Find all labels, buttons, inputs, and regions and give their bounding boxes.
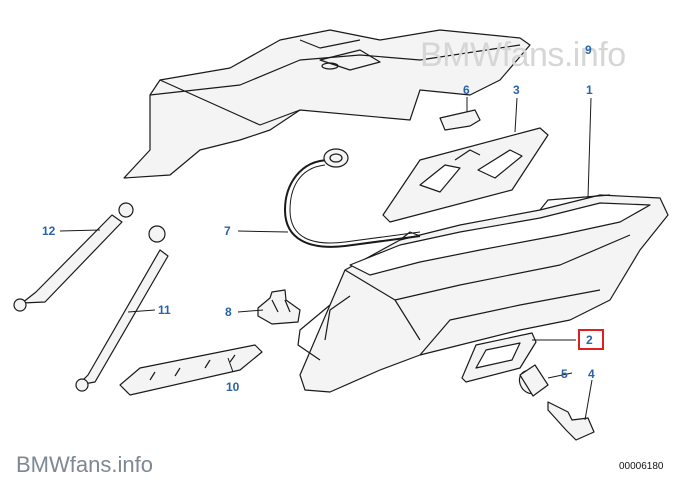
part-3-lock-plate <box>382 127 549 223</box>
callout-7: 7 <box>224 224 231 238</box>
watermark-top: BMWfans.info <box>420 36 626 74</box>
part-9-carrier <box>123 29 531 179</box>
part-11-strut <box>77 249 169 386</box>
callout-2: 2 <box>586 333 593 347</box>
callout-9: 9 <box>585 43 592 57</box>
watermark-bottom: BMWfans.info <box>16 452 153 477</box>
callout-3: 3 <box>513 83 520 97</box>
callout-4: 4 <box>588 367 595 381</box>
callout-2-highlight <box>578 329 604 350</box>
callout-11: 11 <box>158 303 171 317</box>
callout-10: 10 <box>226 380 240 394</box>
part-7-cable-end <box>323 148 349 168</box>
part-8-bracket <box>257 289 301 325</box>
callout-1: 1 <box>586 83 593 97</box>
part-10-hinge <box>119 344 263 396</box>
callout-5: 5 <box>561 367 568 381</box>
part-7-cable <box>284 159 421 248</box>
callout-8: 8 <box>225 305 232 319</box>
part-12-strut <box>21 214 123 304</box>
part-4-key <box>547 401 595 441</box>
callout-12: 12 <box>42 224 56 238</box>
callout-6: 6 <box>463 83 470 97</box>
diagram-number: 00006180 <box>619 461 664 472</box>
part-6-clip <box>439 109 481 131</box>
